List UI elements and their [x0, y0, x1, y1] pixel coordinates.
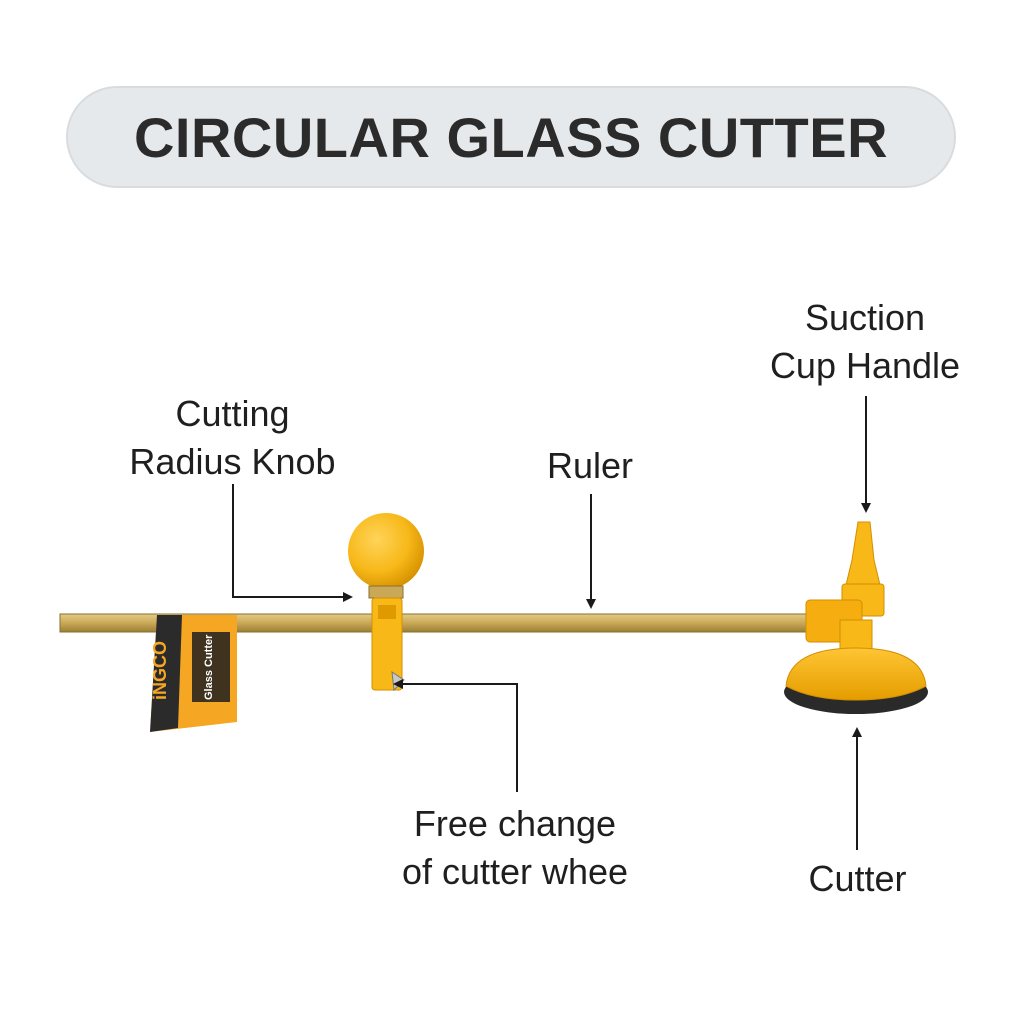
suction-cup-assembly [784, 521, 928, 714]
label-line: Radius Knob [129, 441, 336, 482]
label-line: Cutting [175, 393, 290, 434]
label-free-change: Free change of cutter whee [370, 800, 660, 896]
label-cutting-radius-knob: Cutting Radius Knob [100, 390, 365, 486]
annotation-arrows [232, 396, 871, 850]
label-line: Suction [804, 297, 926, 338]
product-tag: iNGCO Glass Cutter [150, 615, 237, 732]
cutting-radius-knob [348, 513, 424, 692]
label-suction-cup-handle: Suction Cup Handle [740, 294, 990, 390]
tag-brand-text: iNGCO [150, 641, 170, 700]
label-line: Free change [413, 803, 617, 844]
page-title: CIRCULAR GLASS CUTTER [133, 105, 889, 169]
label-line: Cup Handle [769, 345, 961, 386]
arrow-cutting-radius-knob [232, 484, 353, 602]
title-banner: CIRCULAR GLASS CUTTER [66, 86, 956, 188]
tag-product-text: Glass Cutter [203, 634, 215, 700]
label-line: Ruler [546, 445, 634, 486]
arrow-free-change [393, 679, 518, 792]
label-ruler: Ruler [520, 442, 660, 490]
label-cutter: Cutter [780, 855, 935, 903]
label-line: of cutter whee [401, 851, 629, 892]
label-line: Cutter [808, 858, 907, 899]
